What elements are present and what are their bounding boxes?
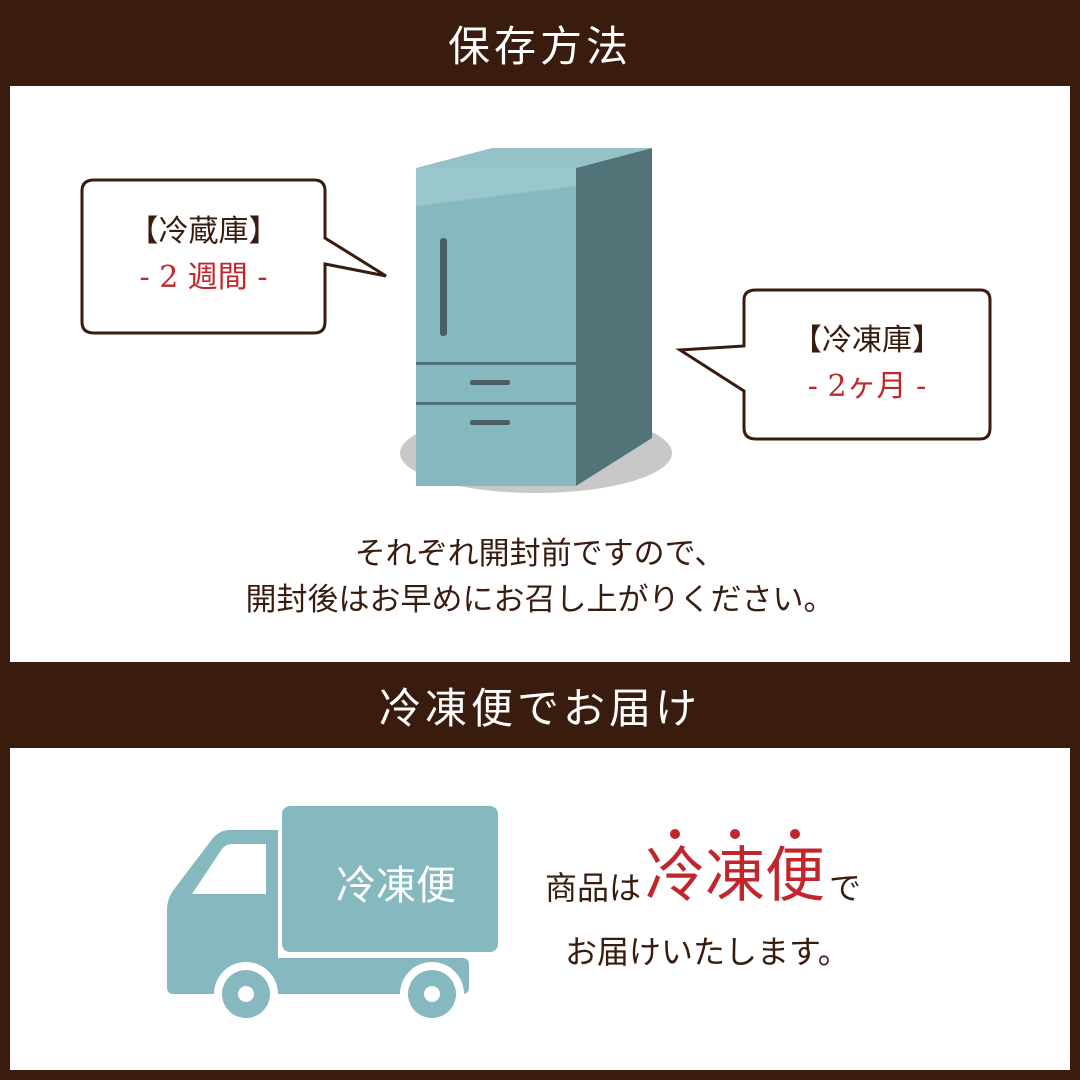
- emphasis-dot: [730, 829, 741, 839]
- fridge-duration: - 2 週間 -: [139, 260, 268, 295]
- emphasis-dot: [790, 829, 801, 839]
- refrigerator-icon: [416, 148, 652, 486]
- emphasis-text: 冷凍便: [645, 841, 826, 911]
- delivery-banner: 冷凍便でお届け: [0, 662, 1080, 748]
- storage-illustration: [80, 148, 992, 493]
- storage-note: それぞれ開封前ですので、 開封後はお早めにお召し上がりください。: [10, 531, 1070, 623]
- delivery-panel: 冷凍便 商品は 冷凍便 で お届けいたします。: [10, 748, 1070, 1070]
- truck-label: 冷凍便: [336, 863, 456, 909]
- storage-panel: 【冷蔵庫】 - 2 週間 - 【冷凍庫】 - 2ヶ月 - それぞれ開封前ですので…: [10, 86, 1070, 662]
- message-emphasis: 冷凍便: [645, 829, 826, 911]
- message-prefix: 商品は: [545, 869, 642, 907]
- storage-title: 保存方法: [447, 21, 632, 71]
- fridge-label: 【冷蔵庫】: [128, 214, 279, 249]
- emphasis-dots: [645, 829, 825, 839]
- emphasis-dot: [670, 829, 681, 839]
- delivery-message: 商品は 冷凍便 で お届けいたします。: [545, 829, 945, 973]
- freezer-duration: - 2ヶ月 -: [807, 369, 927, 404]
- note-line: それぞれ開封前ですので、: [354, 536, 726, 572]
- freezer-bubble: [675, 288, 992, 441]
- delivery-illustration: [167, 806, 498, 1026]
- fridge-bubble: [80, 178, 387, 335]
- delivery-title: 冷凍便でお届け: [378, 683, 701, 733]
- freezer-label: 【冷凍庫】: [792, 323, 942, 358]
- fridge-bubble-text: 【冷蔵庫】 - 2 週間 -: [82, 209, 325, 301]
- delivery-truck-icon: [167, 806, 498, 1026]
- message-suffix: で: [829, 869, 862, 907]
- storage-banner: 保存方法: [0, 0, 1080, 86]
- note-line: 開封後はお早めにお召し上がりください。: [245, 582, 835, 618]
- freezer-bubble-text: 【冷凍庫】 - 2ヶ月 -: [744, 318, 990, 410]
- message-line2: お届けいたします。: [565, 933, 850, 971]
